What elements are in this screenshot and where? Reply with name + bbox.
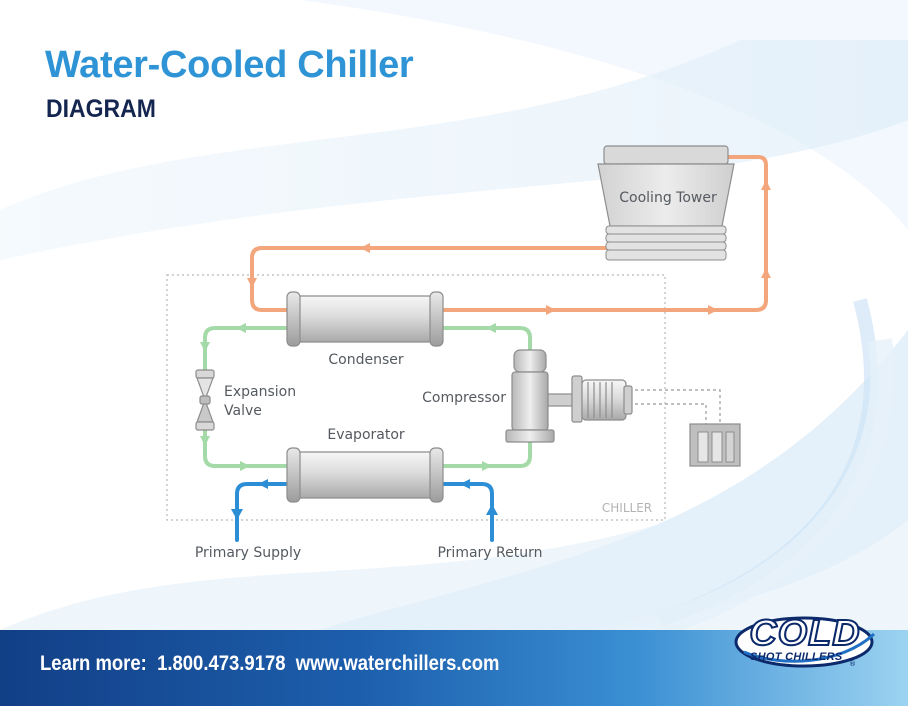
refrigerant-arrows [200,323,496,471]
arrow-right-icon [240,461,250,471]
expansion-valve-label-2: Valve [224,403,262,419]
chilled-water-arrows [231,479,498,520]
compressor-label: Compressor [422,390,506,406]
condenser-icon [286,291,444,347]
arrow-down-icon [200,436,210,446]
control-panel-icon [689,423,741,467]
page-subtitle: DIAGRAM [46,95,156,123]
condenser-label: Condenser [328,352,403,368]
arrow-left-icon [360,243,370,253]
logo-subtext: SHOT CHILLERS [750,651,843,663]
arrow-up-icon [486,504,498,515]
control-wiring [623,389,721,424]
condenser-water-arrows [247,180,771,315]
arrow-right-icon [482,461,492,471]
chilled-water-loop [235,482,494,542]
chiller-boundary [166,274,666,521]
arrow-up-icon [761,180,771,190]
compressor-icon [505,349,573,443]
footer-contact: Learn more: 1.800.473.9178 www.waterchil… [40,652,500,675]
cooling-tower-label: Cooling Tower [619,190,717,206]
expansion-valve-icon [195,369,215,431]
refrigerant-loop [203,326,532,468]
cooling-tower-icon [597,145,735,261]
registered-mark: ® [849,660,856,668]
arrow-right-icon [546,305,556,315]
evaporator-icon [286,447,444,503]
motor-icon [571,375,633,423]
logo-swoosh [734,616,876,668]
chiller-box-label: CHILLER [602,501,652,515]
brand-logo: COLD SHOT CHILLERS ® [732,606,882,674]
arrow-down-icon [231,509,243,520]
logo-wordmark: COLD [748,611,861,654]
evaporator-label: Evaporator [327,427,405,443]
arrow-right-icon [708,305,718,315]
arrow-down-icon [200,342,210,352]
expansion-valve-label: Expansion [224,384,296,400]
primary-return-label: Primary Return [437,545,542,561]
arrow-left-icon [460,479,470,489]
page-title: Water-Cooled Chiller [45,44,414,86]
arrow-left-icon [236,323,246,333]
primary-supply-label: Primary Supply [195,545,301,561]
arrow-left-icon [258,479,268,489]
arrow-down-icon [247,278,257,288]
arrow-left-icon [486,323,496,333]
arrow-up-icon [761,268,771,278]
